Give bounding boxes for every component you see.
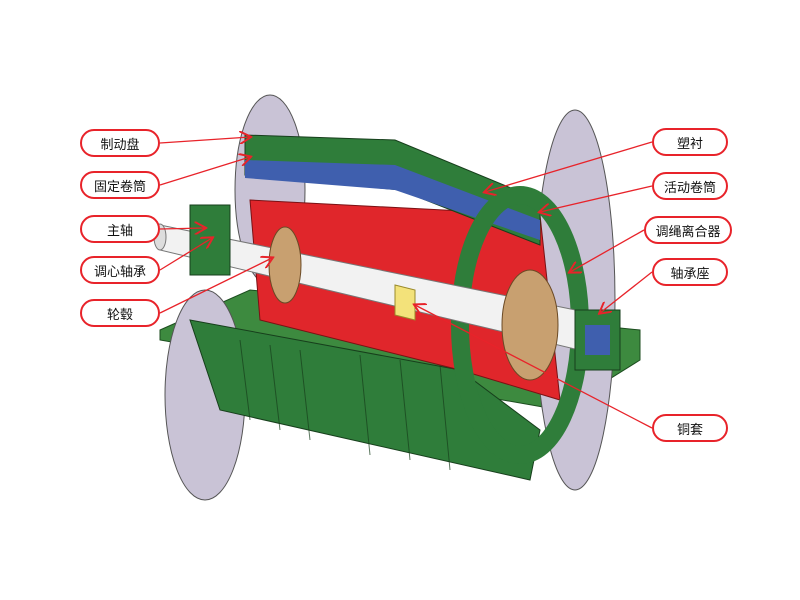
- drum-ribs: [239, 339, 451, 471]
- label-self-aligning-bearing: 调心轴承: [80, 256, 160, 284]
- bearing-seat-left: [189, 204, 231, 276]
- label-main-shaft: 主轴: [80, 215, 160, 243]
- label-fixed-drum: 固定卷筒: [80, 171, 160, 199]
- label-plastic-liner: 塑衬: [652, 128, 728, 156]
- callout-lines: [159, 137, 653, 429]
- clutch: [501, 269, 559, 381]
- label-bearing-seat: 轴承座: [652, 258, 728, 286]
- label-brake-disc: 制动盘: [80, 129, 160, 157]
- hub-left: [268, 226, 302, 304]
- label-hub: 轮毂: [80, 299, 160, 327]
- copper-bushing: [394, 284, 416, 321]
- bearing-seat-right: [574, 309, 621, 371]
- liner: [245, 160, 540, 240]
- label-rope-clutch: 调绳离合器: [644, 216, 732, 244]
- label-movable-drum: 活动卷筒: [652, 172, 728, 200]
- label-copper-bushing: 铜套: [652, 414, 728, 442]
- bearing-cap-right: [585, 325, 610, 355]
